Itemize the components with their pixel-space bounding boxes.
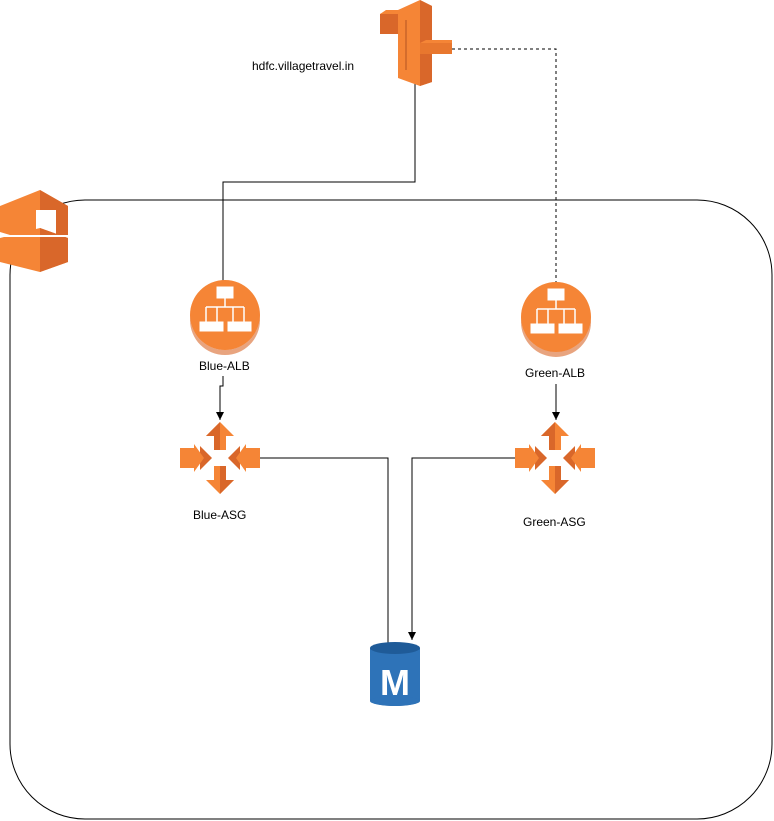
dns-to-blue-alb-connector [222, 82, 416, 282]
blue-asg-icon [180, 422, 260, 494]
elastic-beanstalk-icon [0, 190, 68, 272]
green-alb-label: Green-ALB [525, 366, 586, 380]
route53-icon [380, 0, 452, 86]
environment-boundary [9, 199, 773, 820]
blue-alb-to-asg-connector [216, 376, 224, 420]
blue-alb-icon [190, 280, 260, 355]
rds-mysql-icon: M [370, 642, 420, 706]
blue-asg-label: Blue-ASG [193, 508, 247, 522]
green-asg-to-db-connector [408, 457, 515, 640]
dns-to-green-alb-connector [452, 48, 557, 282]
green-asg-icon [515, 422, 595, 494]
database-letter: M [380, 662, 410, 703]
green-alb-icon [521, 282, 591, 357]
blue-alb-label: Blue-ALB [199, 359, 250, 373]
blue-asg-to-db-connector [260, 457, 389, 645]
green-asg-label: Green-ASG [523, 515, 586, 529]
dns-record-label: hdfc.villagetravel.in [252, 59, 355, 73]
